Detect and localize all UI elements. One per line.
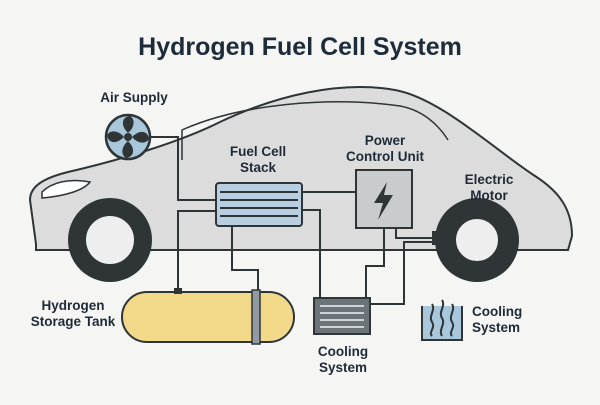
cooling-unit (313, 297, 371, 335)
heat-waves-icon (429, 299, 455, 337)
power-control-unit-label-line1: Power (364, 133, 406, 148)
car-body (28, 85, 574, 251)
cooling-system-right-label-line2: System (472, 320, 521, 336)
cooling-system-center-label: Cooling System (300, 344, 386, 376)
connection-lines (150, 136, 434, 305)
electric-motor-label-line2: Motor (470, 188, 508, 204)
car-window-line (181, 101, 449, 160)
power-control-unit-label-line2: Control Unit (346, 149, 424, 165)
cooling-reservoir (421, 299, 463, 341)
front-wheel (68, 198, 152, 282)
rear-wheel (435, 198, 519, 282)
hydrogen-storage-tank-label: Hydrogen Storage Tank (18, 298, 128, 330)
power-control-unit (355, 169, 413, 229)
power-control-unit-label: Power Control Unit (330, 133, 440, 165)
motor-connector (432, 231, 446, 245)
fuel-cell-stack-label: Fuel Cell Stack (208, 144, 308, 176)
diagram-title: Hydrogen Fuel Cell System (138, 33, 462, 61)
hydrogen-storage-tank-label-line1: Hydrogen (41, 298, 105, 313)
hydrogen-storage-tank-label-line2: Storage Tank (30, 314, 116, 330)
cooling-system-right-label: Cooling System (472, 304, 542, 336)
fuel-cell-stack-label-line1: Fuel Cell (229, 144, 287, 159)
fuel-cell-stack (215, 182, 303, 227)
lightning-bolt-icon (374, 182, 393, 220)
air-supply-label: Air Supply (100, 90, 168, 105)
electric-motor-label: Electric Motor (444, 172, 534, 204)
fuel-cell-stack-label-line2: Stack (239, 160, 277, 176)
cooling-system-right-label-line1: Cooling (472, 304, 523, 319)
cooling-system-center-label-line1: Cooling (317, 344, 369, 359)
fan-icon (104, 113, 152, 161)
cooling-system-center-label-line2: System (318, 360, 368, 376)
electric-motor-label-line1: Electric (464, 172, 514, 187)
hydrogen-storage-tank (121, 288, 295, 345)
car-headlight (41, 179, 92, 199)
